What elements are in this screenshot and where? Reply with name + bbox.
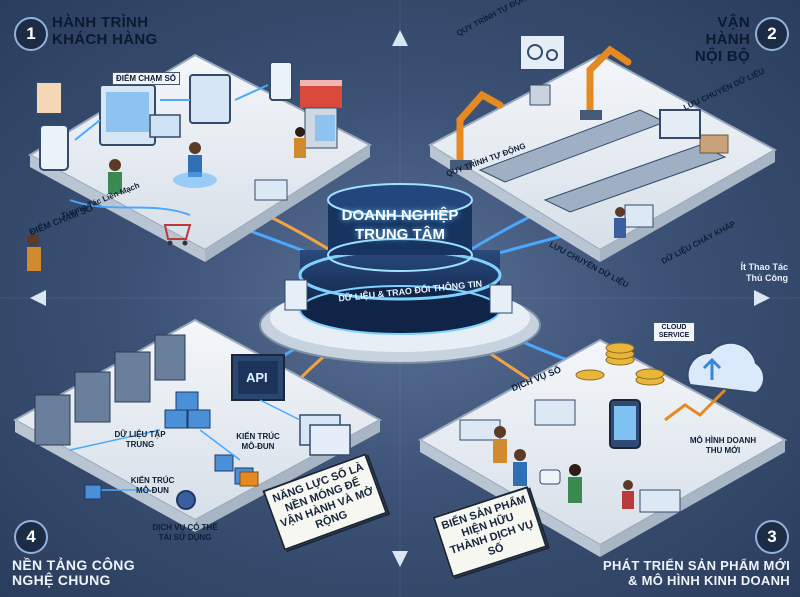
q2-title: VẬN HÀNH NỘI BỘ bbox=[694, 14, 750, 65]
q2-less-manual: Ít Thao Tác Thủ Công bbox=[740, 262, 788, 283]
q4-title: NỀN TẢNG CÔNG NGHỆ CHUNG bbox=[12, 557, 135, 588]
quadrant-number-2: 2 bbox=[755, 17, 789, 51]
q2-scene bbox=[450, 34, 729, 238]
q4-api-label: API bbox=[246, 370, 268, 385]
q1-title: HÀNH TRÌNH KHÁCH HÀNG bbox=[52, 14, 158, 48]
q4-modular-left: KIẾN TRÚC MÔ-ĐUN bbox=[130, 476, 175, 495]
q3-cloud-label: CLOUD SERVICE bbox=[653, 322, 695, 342]
platform-q2 bbox=[427, 53, 778, 262]
q3-scene bbox=[459, 341, 765, 513]
quadrant-number-3: 3 bbox=[755, 520, 789, 554]
q3-revenue-model: MÔ HÌNH DOANH THU MỚI bbox=[689, 436, 757, 455]
hub-title: DOANH NGHIỆP TRUNG TÂM bbox=[341, 207, 459, 243]
central-hub bbox=[259, 183, 541, 364]
q4-reusable: DỊCH VỤ CÓ THỂ TÁI SỬ DỤNG bbox=[152, 523, 218, 542]
q1-touchpoint-top: ĐIỂM CHẠM SỐ bbox=[112, 72, 180, 85]
q4-modular-right: KIẾN TRÚC MÔ-ĐUN bbox=[236, 432, 280, 451]
q4-scene bbox=[34, 334, 351, 510]
quadrant-number-1: 1 bbox=[14, 17, 48, 51]
axis-arrows bbox=[30, 30, 770, 567]
quadrant-number-4: 4 bbox=[14, 520, 48, 554]
q3-title: PHÁT TRIỂN SẢN PHẨM MỚI & MÔ HÌNH KINH D… bbox=[603, 558, 790, 588]
q4-centralized-data: DỮ LIỆU TẬP TRUNG bbox=[114, 430, 166, 449]
q1-scene bbox=[27, 61, 342, 271]
